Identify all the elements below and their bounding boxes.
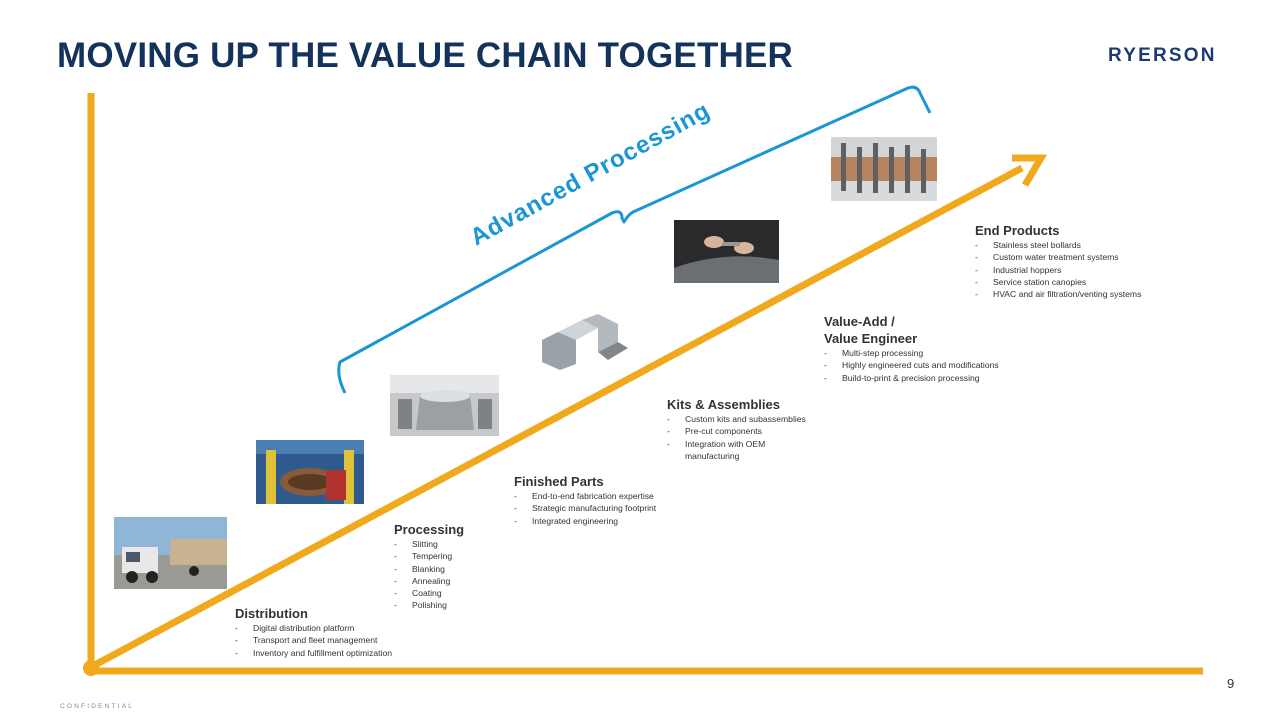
stage-item: Multi-step processing xyxy=(824,347,999,360)
stage-heading: Kits & Assemblies xyxy=(667,397,780,412)
stage-item: Service station canopies xyxy=(975,276,1141,289)
value-chain-arrow-head xyxy=(1012,154,1048,187)
confidential-label: CONFIDENTIAL xyxy=(60,703,135,710)
value-add-photo xyxy=(674,220,779,283)
stage-item-list: Digital distribution platform Transport … xyxy=(235,622,392,659)
kit-bracket-photo xyxy=(536,310,632,370)
stage-item: Annealing xyxy=(394,575,464,588)
stage-item-list: Slitting Tempering Blanking Annealing Co… xyxy=(394,538,464,612)
stage-item-list: End-to-end fabrication expertise Strateg… xyxy=(514,490,656,527)
stage-item: Digital distribution platform xyxy=(235,622,392,635)
stage-item: Custom kits and subassemblies xyxy=(667,413,806,426)
advanced-processing-bracket xyxy=(337,85,932,394)
stage-heading-line-1: Value-Add / xyxy=(824,314,895,329)
stage-heading-line-2: Value Engineer xyxy=(824,331,918,346)
stage-item: End-to-end fabrication expertise xyxy=(514,490,656,503)
stage-value-add: Value-Add / Value Engineer Multi-step pr… xyxy=(824,313,999,384)
stage-end-products: End Products Stainless steel bollards Cu… xyxy=(975,222,1141,301)
stage-item: Build-to-print & precision processing xyxy=(824,372,999,385)
page-title: MOVING UP THE VALUE CHAIN TOGETHER xyxy=(57,36,794,75)
stage-heading: End Products xyxy=(975,223,1060,238)
value-chain-arrow-shaft xyxy=(89,164,1024,671)
ryerson-logo: RYERSON xyxy=(1108,45,1217,66)
stage-item: Slitting xyxy=(394,538,464,551)
processing-line-photo xyxy=(256,440,364,504)
truck-photo xyxy=(114,517,227,589)
stage-item-list: Custom kits and subassemblies Pre-cut co… xyxy=(667,413,806,462)
stage-item: Industrial hoppers xyxy=(975,264,1141,277)
page-number: 9 xyxy=(1227,676,1235,691)
stage-item: Stainless steel bollards xyxy=(975,239,1141,252)
stage-item: Pre-cut components xyxy=(667,425,806,438)
stage-item: Transport and fleet management xyxy=(235,634,392,647)
stage-item-list: Multi-step processing Highly engineered … xyxy=(824,347,999,384)
stage-item: Polishing xyxy=(394,599,464,612)
stage-item: HVAC and air filtration/venting systems xyxy=(975,288,1141,301)
stage-heading: Distribution xyxy=(235,606,308,621)
stage-item: Strategic manufacturing footprint xyxy=(514,502,656,515)
finished-parts-photo xyxy=(390,375,499,436)
stage-item: Coating xyxy=(394,587,464,600)
stage-item: Blanking xyxy=(394,563,464,576)
stage-kits-assemblies: Kits & Assemblies Custom kits and subass… xyxy=(667,396,806,462)
stage-heading: Processing xyxy=(394,522,465,537)
stage-item: Highly engineered cuts and modifications xyxy=(824,359,999,372)
stage-item: Custom water treatment systems xyxy=(975,251,1141,264)
stage-heading: Finished Parts xyxy=(514,474,604,489)
stage-item: Inventory and fulfillment optimization xyxy=(235,647,392,660)
stage-processing: Processing Slitting Tempering Blanking A… xyxy=(394,521,464,612)
stage-item: Integrated engineering xyxy=(514,515,656,528)
stage-distribution: Distribution Digital distribution platfo… xyxy=(235,605,392,659)
stage-item-list: Stainless steel bollards Custom water tr… xyxy=(975,239,1141,301)
stage-item: Tempering xyxy=(394,550,464,563)
stage-finished-parts: Finished Parts End-to-end fabrication ex… xyxy=(514,473,656,527)
bollards-photo xyxy=(831,137,937,201)
origin-dot xyxy=(83,660,99,676)
stage-item: Integration with OEM manufacturing xyxy=(667,438,797,463)
